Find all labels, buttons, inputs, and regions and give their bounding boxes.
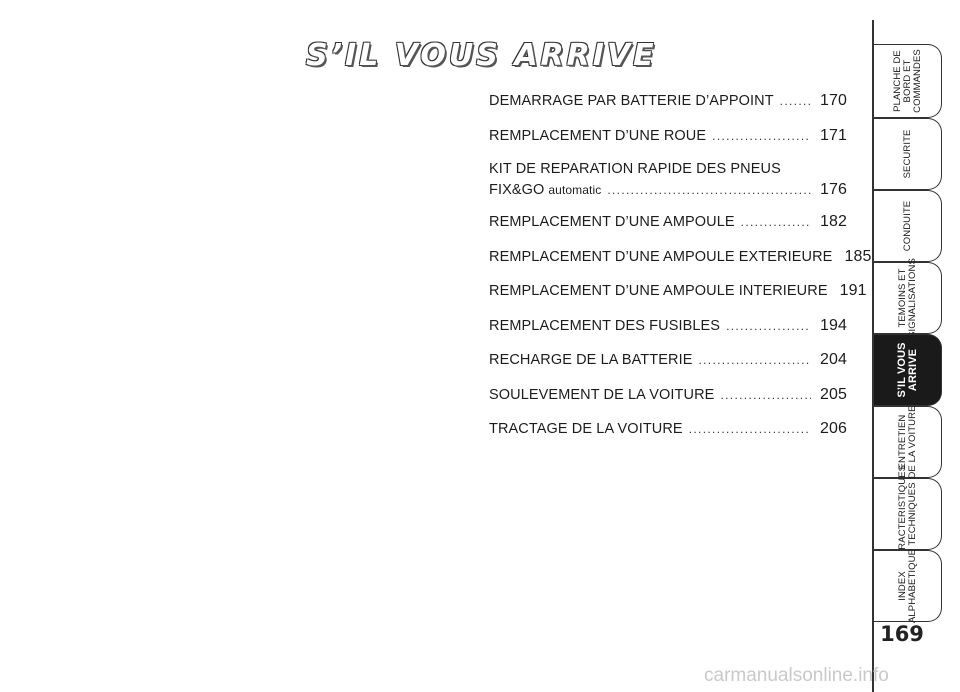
tab-conduite[interactable]: CONDUITE [874, 190, 942, 262]
toc-item[interactable]: KIT DE REPARATION RAPIDE DES PNEUS FIX&G… [489, 161, 847, 213]
toc-leader [726, 319, 811, 333]
toc-leader [712, 129, 811, 143]
toc-item-label: SOULEVEMENT DE LA VOITURE [489, 386, 715, 403]
toc-leader [607, 183, 811, 197]
toc-item-page: 194 [820, 316, 847, 334]
toc-item[interactable]: REMPLACEMENT D’UNE AMPOULE EXTERIEURE 18… [489, 248, 871, 283]
toc-item[interactable]: REMPLACEMENT D’UNE AMPOULE 182 [489, 213, 847, 248]
table-of-contents: DEMARRAGE PAR BATTERIE D’APPOINT 170 REM… [489, 92, 871, 455]
toc-item[interactable]: RECHARGE DE LA BATTERIE 204 [489, 351, 847, 386]
page-number: 169 [880, 622, 924, 646]
toc-item-label: REMPLACEMENT D’UNE ROUE [489, 127, 707, 144]
toc-item[interactable]: DEMARRAGE PAR BATTERIE D’APPOINT 170 [489, 92, 847, 127]
toc-item-label: REMPLACEMENT DES FUSIBLES [489, 317, 721, 334]
toc-item[interactable]: REMPLACEMENT D’UNE ROUE 171 [489, 127, 847, 162]
toc-item-label-2: FIX&GO [489, 182, 545, 198]
toc-item-page: 170 [820, 92, 847, 109]
tabs-spine [872, 20, 874, 692]
toc-item[interactable]: REMPLACEMENT D’UNE AMPOULE INTERIEURE 19… [489, 282, 867, 317]
toc-item[interactable]: TRACTAGE DE LA VOITURE 206 [489, 420, 847, 455]
toc-item-label: KIT DE REPARATION RAPIDE DES PNEUS [489, 161, 781, 177]
toc-item-page: 176 [820, 181, 847, 198]
toc-item-page: 185 [844, 247, 872, 265]
toc-item-label: REMPLACEMENT D’UNE AMPOULE [489, 214, 735, 230]
tab-label: SECURITE [901, 129, 913, 179]
watermark: carmanualsonline.info [704, 665, 889, 686]
toc-item-label: TRACTAGE DE LA VOITURE [489, 421, 683, 437]
toc-leader [720, 388, 811, 402]
toc-leader [698, 353, 811, 367]
tab-label: CONDUITE [901, 200, 913, 252]
toc-item-label: DEMARRAGE PAR BATTERIE D’APPOINT [489, 93, 774, 109]
toc-item-label-3: automatic [548, 183, 602, 197]
toc-item[interactable]: SOULEVEMENT DE LA VOITURE 205 [489, 386, 847, 421]
toc-item-page: 204 [820, 351, 847, 368]
toc-item-page: 206 [820, 420, 847, 437]
toc-item-page: 171 [820, 126, 847, 144]
toc-item-label: RECHARGE DE LA BATTERIE [489, 352, 693, 368]
tab-securite[interactable]: SECURITE [874, 118, 942, 190]
toc-item[interactable]: REMPLACEMENT DES FUSIBLES 194 [489, 317, 847, 352]
toc-leader [689, 422, 811, 436]
toc-item-label: REMPLACEMENT D’UNE AMPOULE EXTERIEURE [489, 248, 833, 265]
toc-leader [741, 215, 811, 229]
toc-item-page: 205 [820, 385, 847, 403]
toc-leader [780, 94, 811, 108]
toc-item-page: 191 [839, 282, 867, 299]
page-title: S’IL VOUS ARRIVE [306, 38, 657, 73]
toc-item-page: 182 [820, 213, 847, 230]
toc-item-label: REMPLACEMENT D’UNE AMPOULE INTERIEURE [489, 283, 828, 299]
